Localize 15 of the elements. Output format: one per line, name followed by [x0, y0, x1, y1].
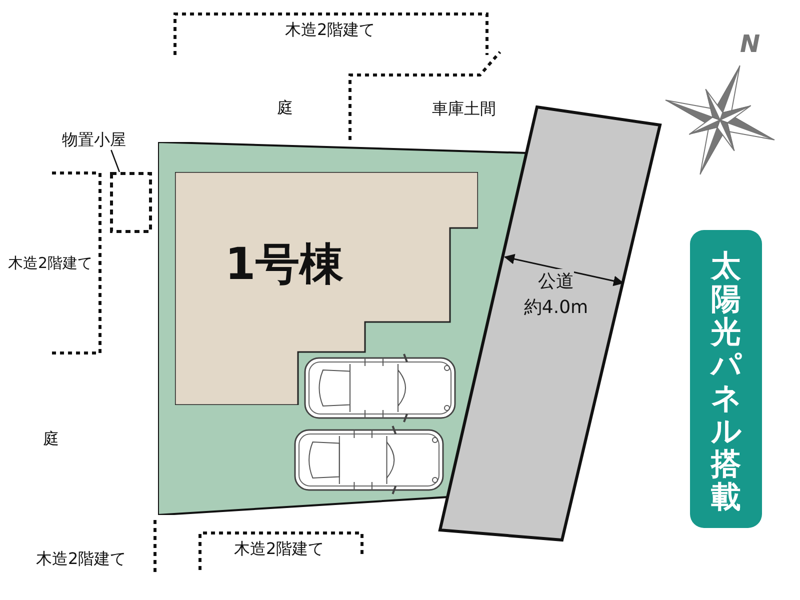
north-label: N: [740, 29, 760, 60]
area-label: 木造2階建て: [285, 19, 376, 41]
solar-panel-badge: [690, 230, 762, 528]
area-label: 木造2階建て: [8, 253, 93, 274]
area-label: 木造2階建て: [36, 548, 126, 570]
building-label: 1号棟: [225, 238, 344, 292]
area-label: 庭: [43, 428, 59, 450]
area-label: 木造2階建て: [234, 538, 324, 560]
leader-line: [110, 150, 120, 172]
building-footprint: [175, 172, 478, 405]
shed-outline: [110, 172, 152, 233]
area-label: 庭: [277, 97, 293, 119]
area-label: 車庫土間: [432, 98, 496, 120]
shed-label: 物置小屋: [62, 129, 126, 151]
badge-label: 太陽光パネル搭載: [711, 250, 741, 514]
